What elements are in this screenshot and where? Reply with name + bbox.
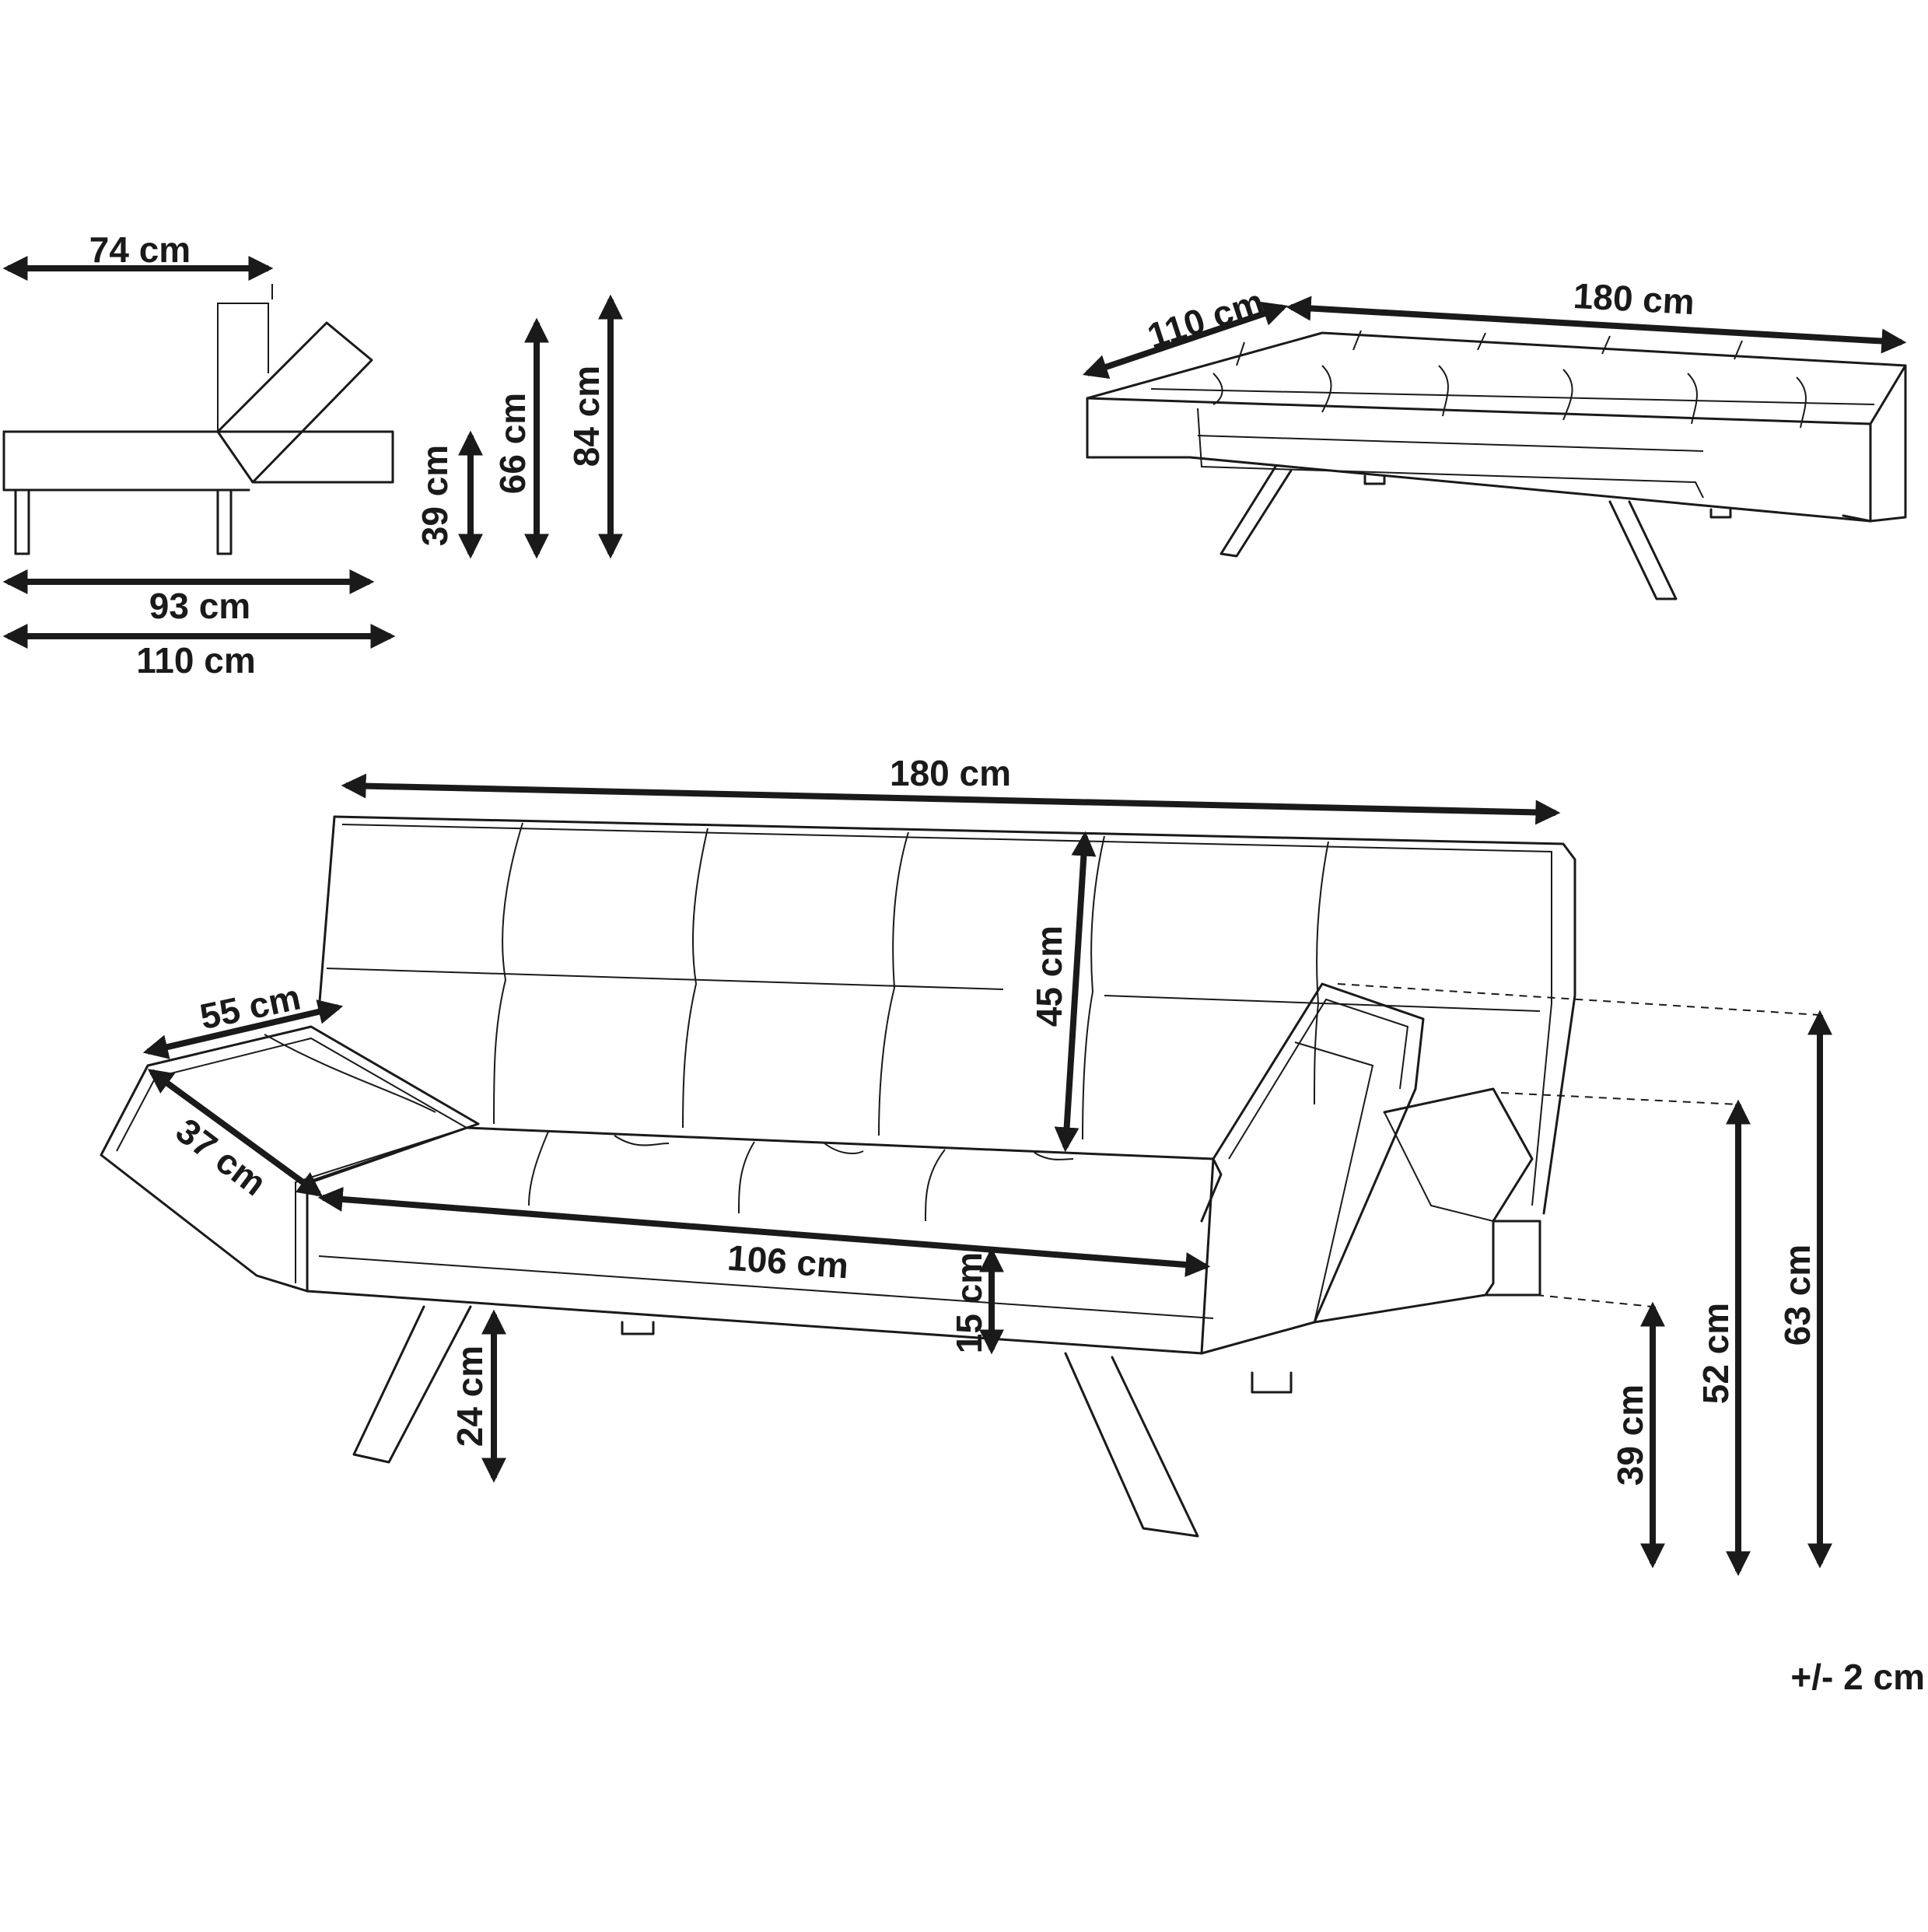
label-front-total-height: 63 cm bbox=[1777, 1244, 1818, 1346]
label-total-depth: 110 cm bbox=[136, 640, 255, 681]
bed-view-sofa-outline bbox=[1086, 330, 1907, 600]
dim-arrow-seat-width bbox=[317, 1187, 1211, 1277]
dim-arrow-bed-depth bbox=[1082, 302, 1289, 379]
label-seat-width: 106 cm bbox=[726, 1237, 849, 1286]
side-view-sofa-outline bbox=[2, 284, 394, 555]
label-seat-depth: 93 cm bbox=[149, 586, 250, 626]
label-front-seat-height: 39 cm bbox=[1610, 1384, 1650, 1486]
tolerance-note: +/- 2 cm bbox=[1790, 1657, 1925, 1697]
dim-arrow-armrest-depth bbox=[147, 1069, 324, 1197]
dim-arrow-front-width bbox=[341, 773, 1561, 825]
guide-line-39 bbox=[1535, 1294, 1653, 1307]
label-bed-depth: 110 cm bbox=[1142, 281, 1268, 356]
front-view: 180 cm 45 cm 55 cm 37 cm 106 cm 15 cm 24… bbox=[100, 753, 1832, 1577]
label-seat-thickness: 15 cm bbox=[949, 1252, 989, 1353]
dim-arrow-backrest-height bbox=[1054, 831, 1097, 1153]
label-backrest-depth: 74 cm bbox=[89, 229, 191, 270]
front-view-sofa-outline bbox=[100, 815, 1576, 1538]
guide-line-52 bbox=[1500, 1092, 1739, 1105]
label-back-height: 66 cm bbox=[492, 393, 533, 494]
label-leg-height: 24 cm bbox=[450, 1346, 490, 1447]
label-side-seat-height: 39 cm bbox=[415, 445, 455, 546]
dim-arrow-armrest-length bbox=[142, 999, 344, 1059]
bed-view: 110 cm 180 cm bbox=[1082, 275, 1907, 600]
label-front-width: 180 cm bbox=[890, 753, 1011, 793]
label-armrest-height: 52 cm bbox=[1695, 1303, 1736, 1404]
label-side-total-height: 84 cm bbox=[566, 366, 607, 467]
label-backrest-height: 45 cm bbox=[1029, 926, 1069, 1027]
dim-arrow-bed-length bbox=[1286, 296, 1907, 354]
side-view: 74 cm 93 cm 110 cm 39 cm 66 cm 84 cm bbox=[2, 229, 623, 681]
guide-line-63 bbox=[1337, 983, 1821, 1016]
label-bed-length: 180 cm bbox=[1573, 275, 1696, 322]
